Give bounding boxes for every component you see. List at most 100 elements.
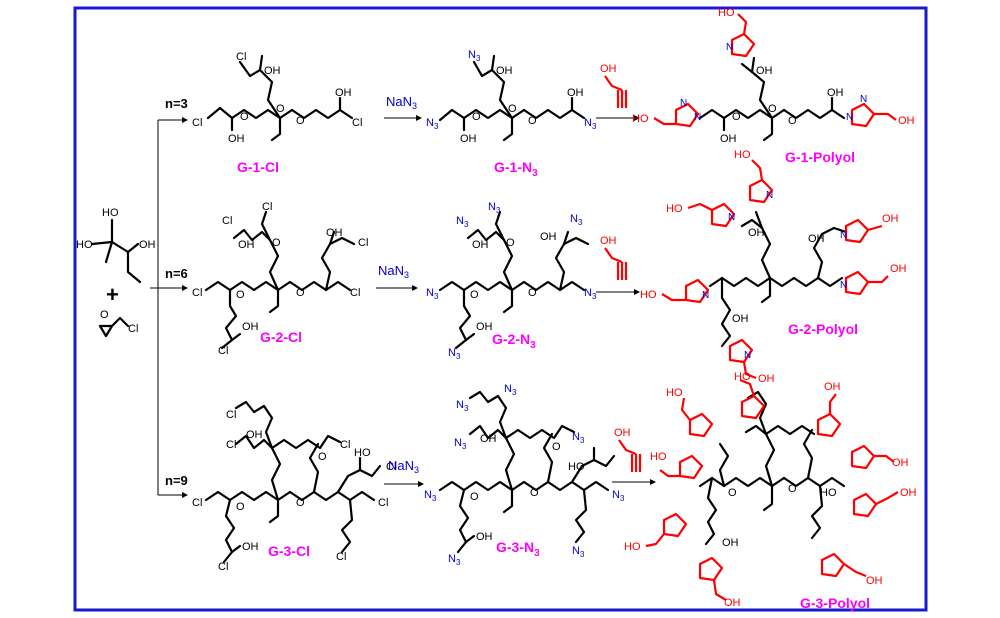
g2p-n-bottom: N <box>744 350 751 361</box>
g2cl-cl-left: Cl <box>192 287 202 299</box>
g3-polyol-label: G-3-Polyol <box>800 595 870 611</box>
g2cl-o-top: O <box>272 237 281 249</box>
g2p-n-top: N <box>766 190 773 201</box>
propargyl-oh-row2: OH <box>600 235 617 247</box>
g1-n3-structure: N3 OH O O O OH N3 OH N3 <box>426 49 597 145</box>
g2p-ho-top: HO <box>734 149 751 161</box>
propargyl-alcohol-row3: OH <box>614 427 642 472</box>
g2p-oh-upright: OH <box>882 213 899 225</box>
g1p-oh-far-right: OH <box>898 115 915 127</box>
g1n3-oh-top: OH <box>496 65 513 77</box>
g3p-oh-mid-2: OH <box>722 537 739 549</box>
g1n3-n3-top: N3 <box>468 49 481 63</box>
g3n3-n3-2: N3 <box>456 399 469 413</box>
g2n3-n3-upleft: N3 <box>456 215 469 229</box>
propargyl-alcohol-row1: OH <box>600 63 628 108</box>
g2-cl-label: G-2-Cl <box>260 329 302 345</box>
g1-n3-label: G-1-N3 <box>494 159 538 179</box>
g2cl-cl-upleft: Cl <box>222 215 232 227</box>
triol-structure: HO HO OH <box>76 207 156 284</box>
g1p-ho-left: HO <box>632 113 649 125</box>
g3cl-oh-2: HO <box>354 447 371 459</box>
g1p-n-right: N <box>846 112 853 123</box>
g1p-oh-left: OH <box>720 133 737 145</box>
propargyl-oh-row1: OH <box>600 63 617 75</box>
g3cl-cl-5: Cl <box>378 497 388 509</box>
g3-cl-structure: Cl Cl Cl Cl Cl Cl Cl Cl OH HO OH O O O <box>192 400 396 573</box>
g1cl-oh-top: OH <box>264 65 281 77</box>
triol-oh-left: HO <box>76 239 93 251</box>
reagent-nan3-row1: NaN3 <box>386 94 417 111</box>
g3p-oh-7: OH <box>866 575 883 587</box>
g1cl-cl-top: Cl <box>236 51 246 63</box>
triol-oh-right: OH <box>139 239 156 251</box>
n3-label: n=3 <box>165 96 188 111</box>
g2-cl-structure: Cl O O Cl Cl OH Cl O OH Cl OH Cl <box>192 201 368 357</box>
g3p-ho-1: HO <box>650 451 667 463</box>
g1-polyol-structure: HO N N O OH O O OH N N OH OH N HO <box>632 7 915 145</box>
g2n3-oh-upright: OH <box>540 231 557 243</box>
g3cl-oh-3: OH <box>242 541 259 553</box>
plus-sign: + <box>106 282 119 307</box>
g2cl-oh-down: OH <box>242 321 259 333</box>
g3-polyol-structure: HO HO HO OH OH OH OH OH HO HO OH O O <box>624 371 917 609</box>
g3p-ho-2: HO <box>666 387 683 399</box>
g1cl-o-up: O <box>276 103 285 115</box>
g2n3-n3-top: N3 <box>488 201 501 215</box>
g1p-n-right2: N <box>860 94 867 105</box>
g3n3-oh-2: HO <box>568 461 585 473</box>
n6-label: n=6 <box>165 266 188 281</box>
g3cl-cl-6: Cl <box>336 551 346 563</box>
g2n3-n3-upright: N3 <box>570 213 583 227</box>
g2p-oh-mid-upleft: OH <box>748 227 765 239</box>
g1n3-o-right: O <box>528 115 537 127</box>
g1p-o-right: O <box>788 115 797 127</box>
g3cl-cl-2: Cl <box>226 439 236 451</box>
g2p-n-upright: N <box>840 230 847 241</box>
g3n3-n3-5: N3 <box>572 431 585 445</box>
g1p-oh-right: OH <box>827 87 844 99</box>
g2n3-o-top: O <box>506 237 515 249</box>
g2n3-n3-left: N3 <box>426 287 439 301</box>
g1-cl-structure: Cl OH O O O OH Cl OH Cl <box>192 51 362 145</box>
g2n3-o-left: O <box>470 289 479 301</box>
g2n3-n3-down: N3 <box>448 347 461 361</box>
g1n3-o-up: O <box>508 103 517 115</box>
g3p-oh-4: OH <box>824 381 841 393</box>
g2p-oh-mid-down: OH <box>732 313 749 325</box>
g3cl-cl-1: Cl <box>226 409 236 421</box>
g1p-ho-top: HO <box>718 7 735 19</box>
g1p-n-left2: N <box>680 98 687 109</box>
g2p-ho-upleft: HO <box>666 203 683 215</box>
g2cl-oh-upleft: OH <box>238 239 255 251</box>
g1p-oh-top: OH <box>756 65 773 77</box>
g2cl-cl-right: Cl <box>350 287 360 299</box>
g2p-n-left: N <box>702 290 709 301</box>
g1-polyol-label: G-1-Polyol <box>785 149 855 165</box>
branch-arrows <box>150 117 188 498</box>
g2p-oh-right: OH <box>890 263 907 275</box>
g1cl-o-left: O <box>240 111 249 123</box>
g2p-oh-mid-upright: OH <box>808 233 825 245</box>
g3p-ho-3: HO <box>734 371 751 383</box>
propargyl-oh-row3: OH <box>614 427 631 439</box>
g1cl-oh-right: OH <box>335 87 352 99</box>
g2p-n-right: N <box>840 280 847 291</box>
epichlorohydrin-cl: Cl <box>128 323 138 335</box>
g2-polyol-label: G-2-Polyol <box>788 321 858 337</box>
g3cl-cl-left: Cl <box>192 497 202 509</box>
g2cl-cl-top: Cl <box>262 201 272 213</box>
g1p-o-left: O <box>732 111 741 123</box>
g2-n3-label: G-2-N3 <box>492 331 536 351</box>
g1p-n-top: N <box>726 42 733 53</box>
g2n3-n3-right: N3 <box>584 287 597 301</box>
g1cl-cl-right: Cl <box>352 117 362 129</box>
g2n3-oh-down: OH <box>476 321 493 333</box>
reagent-nan3-row3: NaN3 <box>388 458 419 475</box>
g3n3-o-1: O <box>470 491 479 503</box>
g1p-n-left: N <box>694 112 701 123</box>
reagent-nan3-row2: NaN3 <box>378 263 409 280</box>
g2n3-oh-upleft: OH <box>472 239 489 251</box>
g3cl-cl-7: Cl <box>218 561 228 573</box>
